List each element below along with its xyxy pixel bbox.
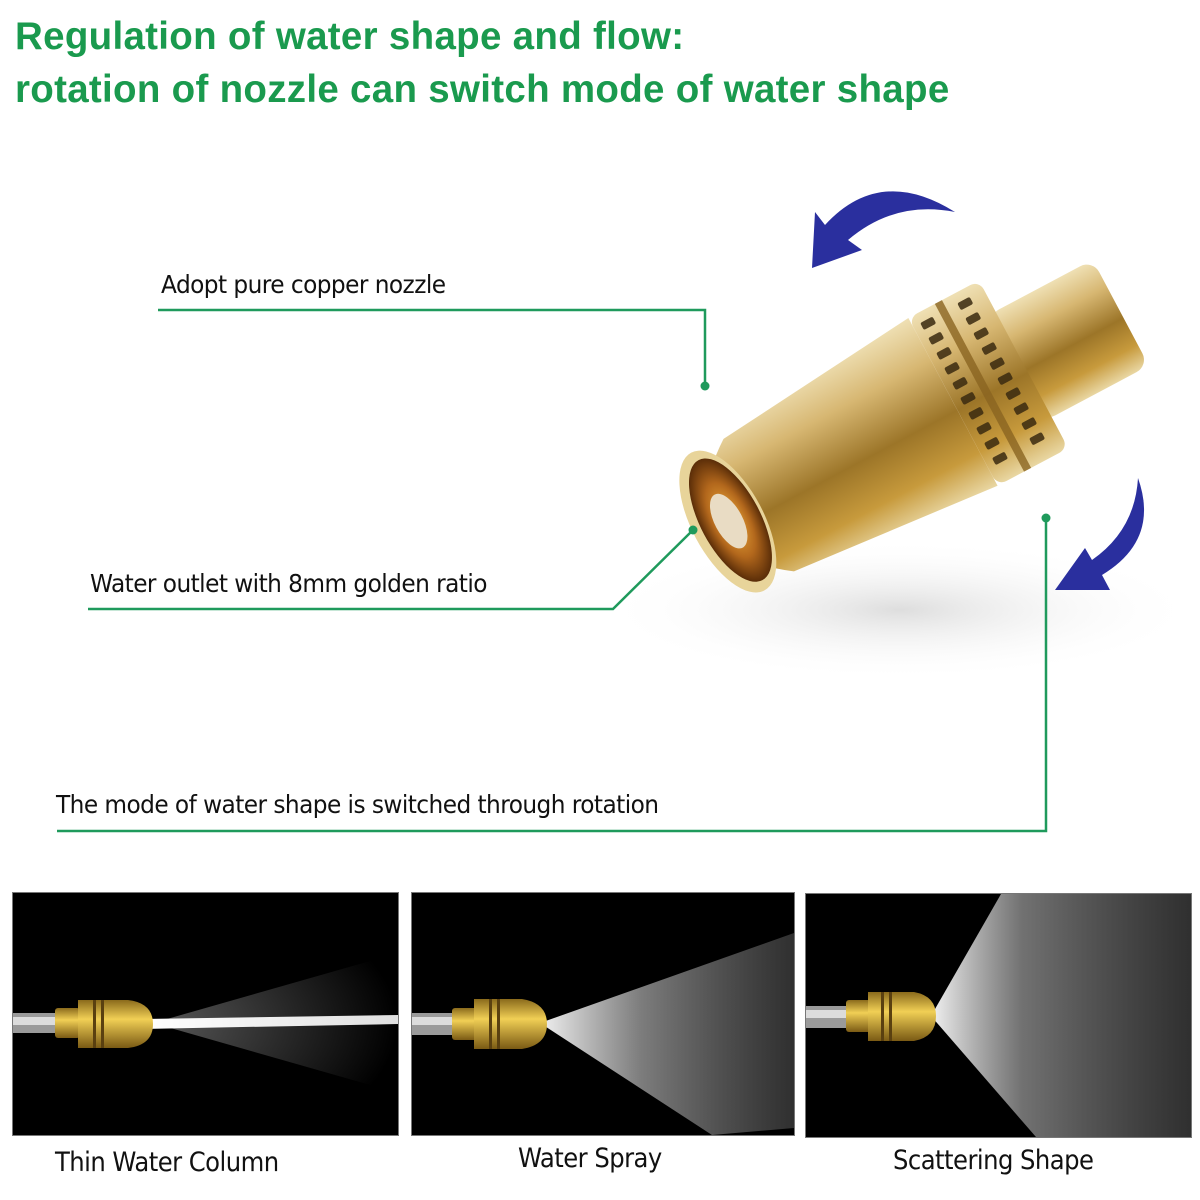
callout-line-outlet	[88, 529, 694, 611]
panel-thin-water-column	[12, 892, 399, 1136]
panel-scattering-shape	[805, 893, 1192, 1138]
mini-nozzle	[55, 1008, 80, 1038]
rotate-counterclockwise-arrow-icon	[812, 191, 955, 268]
brass-nozzle	[679, 264, 1144, 593]
callout-dot-rotation	[1041, 513, 1051, 523]
callout-dot-outlet	[688, 525, 698, 535]
panel-label-scattering-shape: Scattering Shape	[893, 1145, 1094, 1176]
page-title-line-1: Regulation of water shape and flow:	[15, 15, 685, 58]
callout-rotation-label: The mode of water shape is switched thro…	[56, 790, 659, 819]
rotate-clockwise-arrow-icon	[1055, 478, 1145, 590]
callout-outlet-label: Water outlet with 8mm golden ratio	[90, 569, 487, 598]
panel-water-spray	[411, 892, 795, 1136]
panel-label-thin-water-column: Thin Water Column	[55, 1147, 279, 1178]
callout-line-rotation	[57, 518, 1048, 833]
page-title-line-2: rotation of nozzle can switch mode of wa…	[15, 68, 950, 111]
callout-dot-copper	[700, 381, 710, 391]
callout-copper-label: Adopt pure copper nozzle	[161, 270, 446, 299]
panel-label-water-spray: Water Spray	[518, 1143, 662, 1174]
callout-line-copper	[158, 308, 707, 386]
nozzle-illustration	[57, 191, 1200, 833]
